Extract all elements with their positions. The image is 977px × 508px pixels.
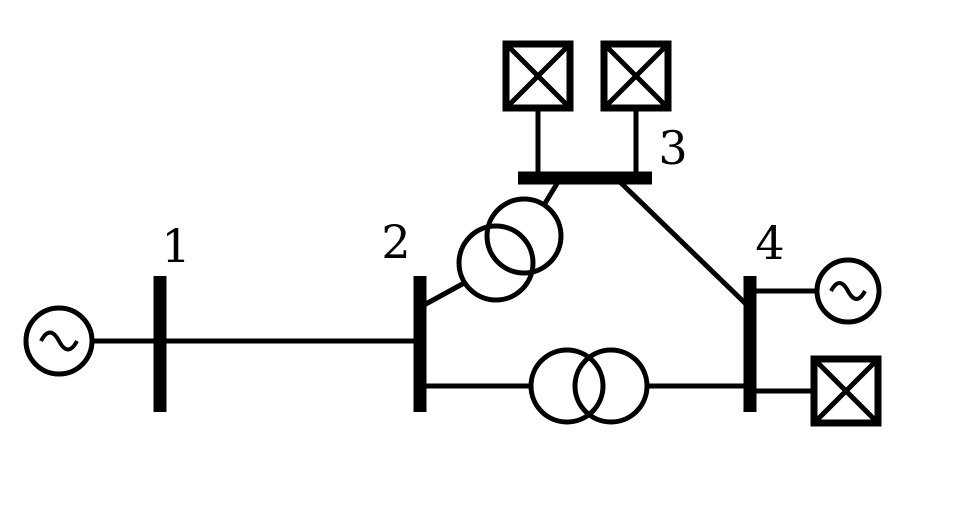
transformer-2-3-icon [422, 180, 564, 308]
load-3b-cross-2 [602, 42, 670, 110]
generator-4-circle [814, 257, 882, 325]
generator-1-icon [23, 305, 160, 377]
load-3b-box [600, 40, 672, 112]
bus-1-label: 1 [161, 219, 190, 273]
transformer-2-3-lead-low [422, 279, 468, 308]
generator-4-icon [750, 257, 882, 325]
load-3a-icon [502, 40, 574, 172]
generator-1-circle [23, 305, 95, 377]
load-3b-icon [600, 40, 672, 172]
bus-4-label: 4 [755, 216, 784, 270]
line-bus3-bus4 [618, 180, 750, 308]
transformer-2-4-icon [423, 347, 750, 425]
transformer-2-4-coil-2 [572, 347, 650, 425]
load-4-icon [750, 355, 882, 427]
transformer-2-3-coil-2 [484, 196, 564, 276]
bus-3-label: 3 [658, 121, 687, 175]
transformer-2-3-coil-1 [456, 223, 536, 303]
transformer-2-4-coil-1 [528, 347, 606, 425]
bus-2-label: 2 [381, 215, 410, 269]
load-3a-cross-2 [504, 42, 572, 110]
generator-4-sine-wave [829, 281, 867, 301]
load-3a-box [502, 40, 574, 112]
transformer-2-3-lead-high [541, 180, 561, 207]
load-4-cross-2 [812, 357, 880, 425]
load-4-box [810, 355, 882, 427]
generator-1-sine-wave [39, 330, 79, 352]
